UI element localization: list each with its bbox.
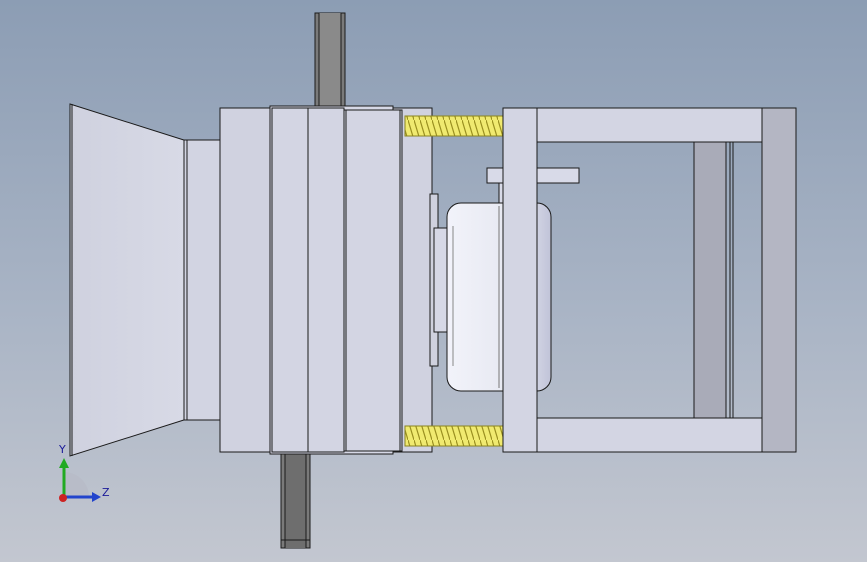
x-axis-origin bbox=[59, 494, 67, 502]
z-axis-arrowhead bbox=[92, 492, 101, 502]
feed-hopper bbox=[69, 103, 188, 457]
y-axis-arrowhead bbox=[59, 458, 69, 468]
housing-body bbox=[269, 105, 403, 455]
triad-z-label: Z bbox=[102, 486, 110, 499]
support-frame bbox=[502, 107, 797, 453]
triad-y-label: Y bbox=[59, 443, 66, 456]
bottom-shaft bbox=[280, 452, 311, 549]
coordinate-triad bbox=[59, 458, 101, 502]
spring-top bbox=[404, 115, 504, 137]
spring-bottom bbox=[404, 425, 504, 447]
top-shaft bbox=[314, 12, 346, 109]
